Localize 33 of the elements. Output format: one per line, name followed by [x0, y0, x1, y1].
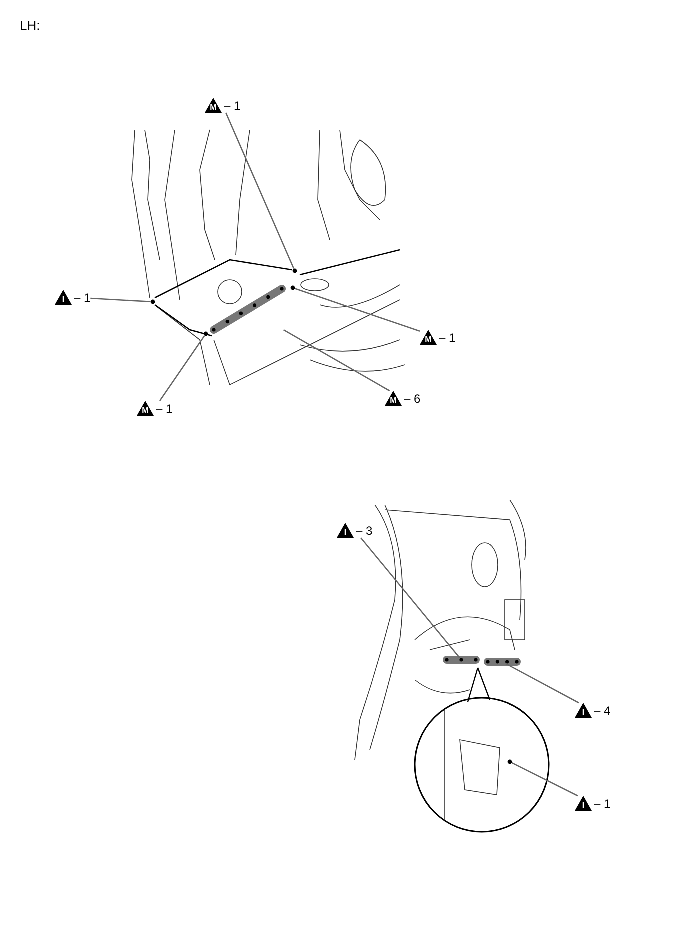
callout-symbol: M — [420, 330, 437, 345]
view-label: LH: — [20, 18, 40, 33]
leader-line — [506, 663, 580, 704]
weld-strip — [210, 285, 286, 334]
leader-line — [360, 538, 460, 659]
weld-point — [150, 300, 156, 304]
callout-number: – 1 — [439, 330, 456, 344]
callout-number: – 1 — [594, 796, 611, 810]
weld-strip — [484, 658, 521, 666]
callout-symbol: I — [337, 523, 354, 538]
leader-line — [90, 298, 151, 303]
callout-symbol: I — [55, 290, 72, 305]
callout-number: – 1 — [156, 402, 173, 416]
weld-strip — [443, 656, 480, 664]
leader-line — [226, 112, 295, 270]
weld-point — [508, 760, 512, 764]
leader-line — [159, 336, 206, 402]
weld-point — [204, 332, 208, 336]
callout-symbol: M — [205, 98, 222, 113]
callout-symbol: M — [137, 401, 154, 416]
callout-number: – 1 — [74, 290, 91, 304]
callout-number: – 1 — [224, 98, 241, 112]
leader-line — [283, 330, 390, 392]
callout-number: – 6 — [404, 392, 421, 406]
leader-line — [512, 762, 578, 797]
weld-point — [292, 268, 298, 274]
callout-symbol: I — [575, 796, 592, 811]
callout-symbol: I — [575, 703, 592, 718]
callout-number: – 3 — [356, 524, 373, 538]
callout-symbol: M — [385, 391, 402, 406]
callout-number: – 4 — [594, 704, 611, 718]
weld-point — [290, 286, 296, 290]
leader-line — [294, 288, 420, 332]
